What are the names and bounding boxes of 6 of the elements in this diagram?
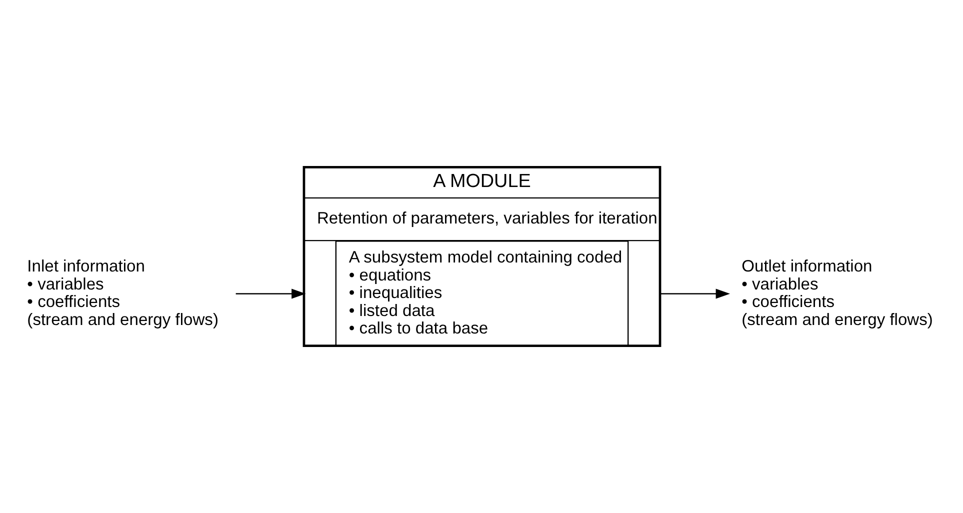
node-text: Outlet information • variables • coefficients (stream and energy flows) xyxy=(741,256,932,329)
arrow xyxy=(235,288,306,299)
arrow xyxy=(660,288,730,299)
node-box: A subsystem model containing coded • equations • inequalities • listed data • calls to data base xyxy=(334,240,628,347)
node-box: Retention of parameters, variables for iteration xyxy=(302,197,660,242)
node-text: Inlet information • variables • coefficients (stream and energy flows) xyxy=(26,256,218,329)
